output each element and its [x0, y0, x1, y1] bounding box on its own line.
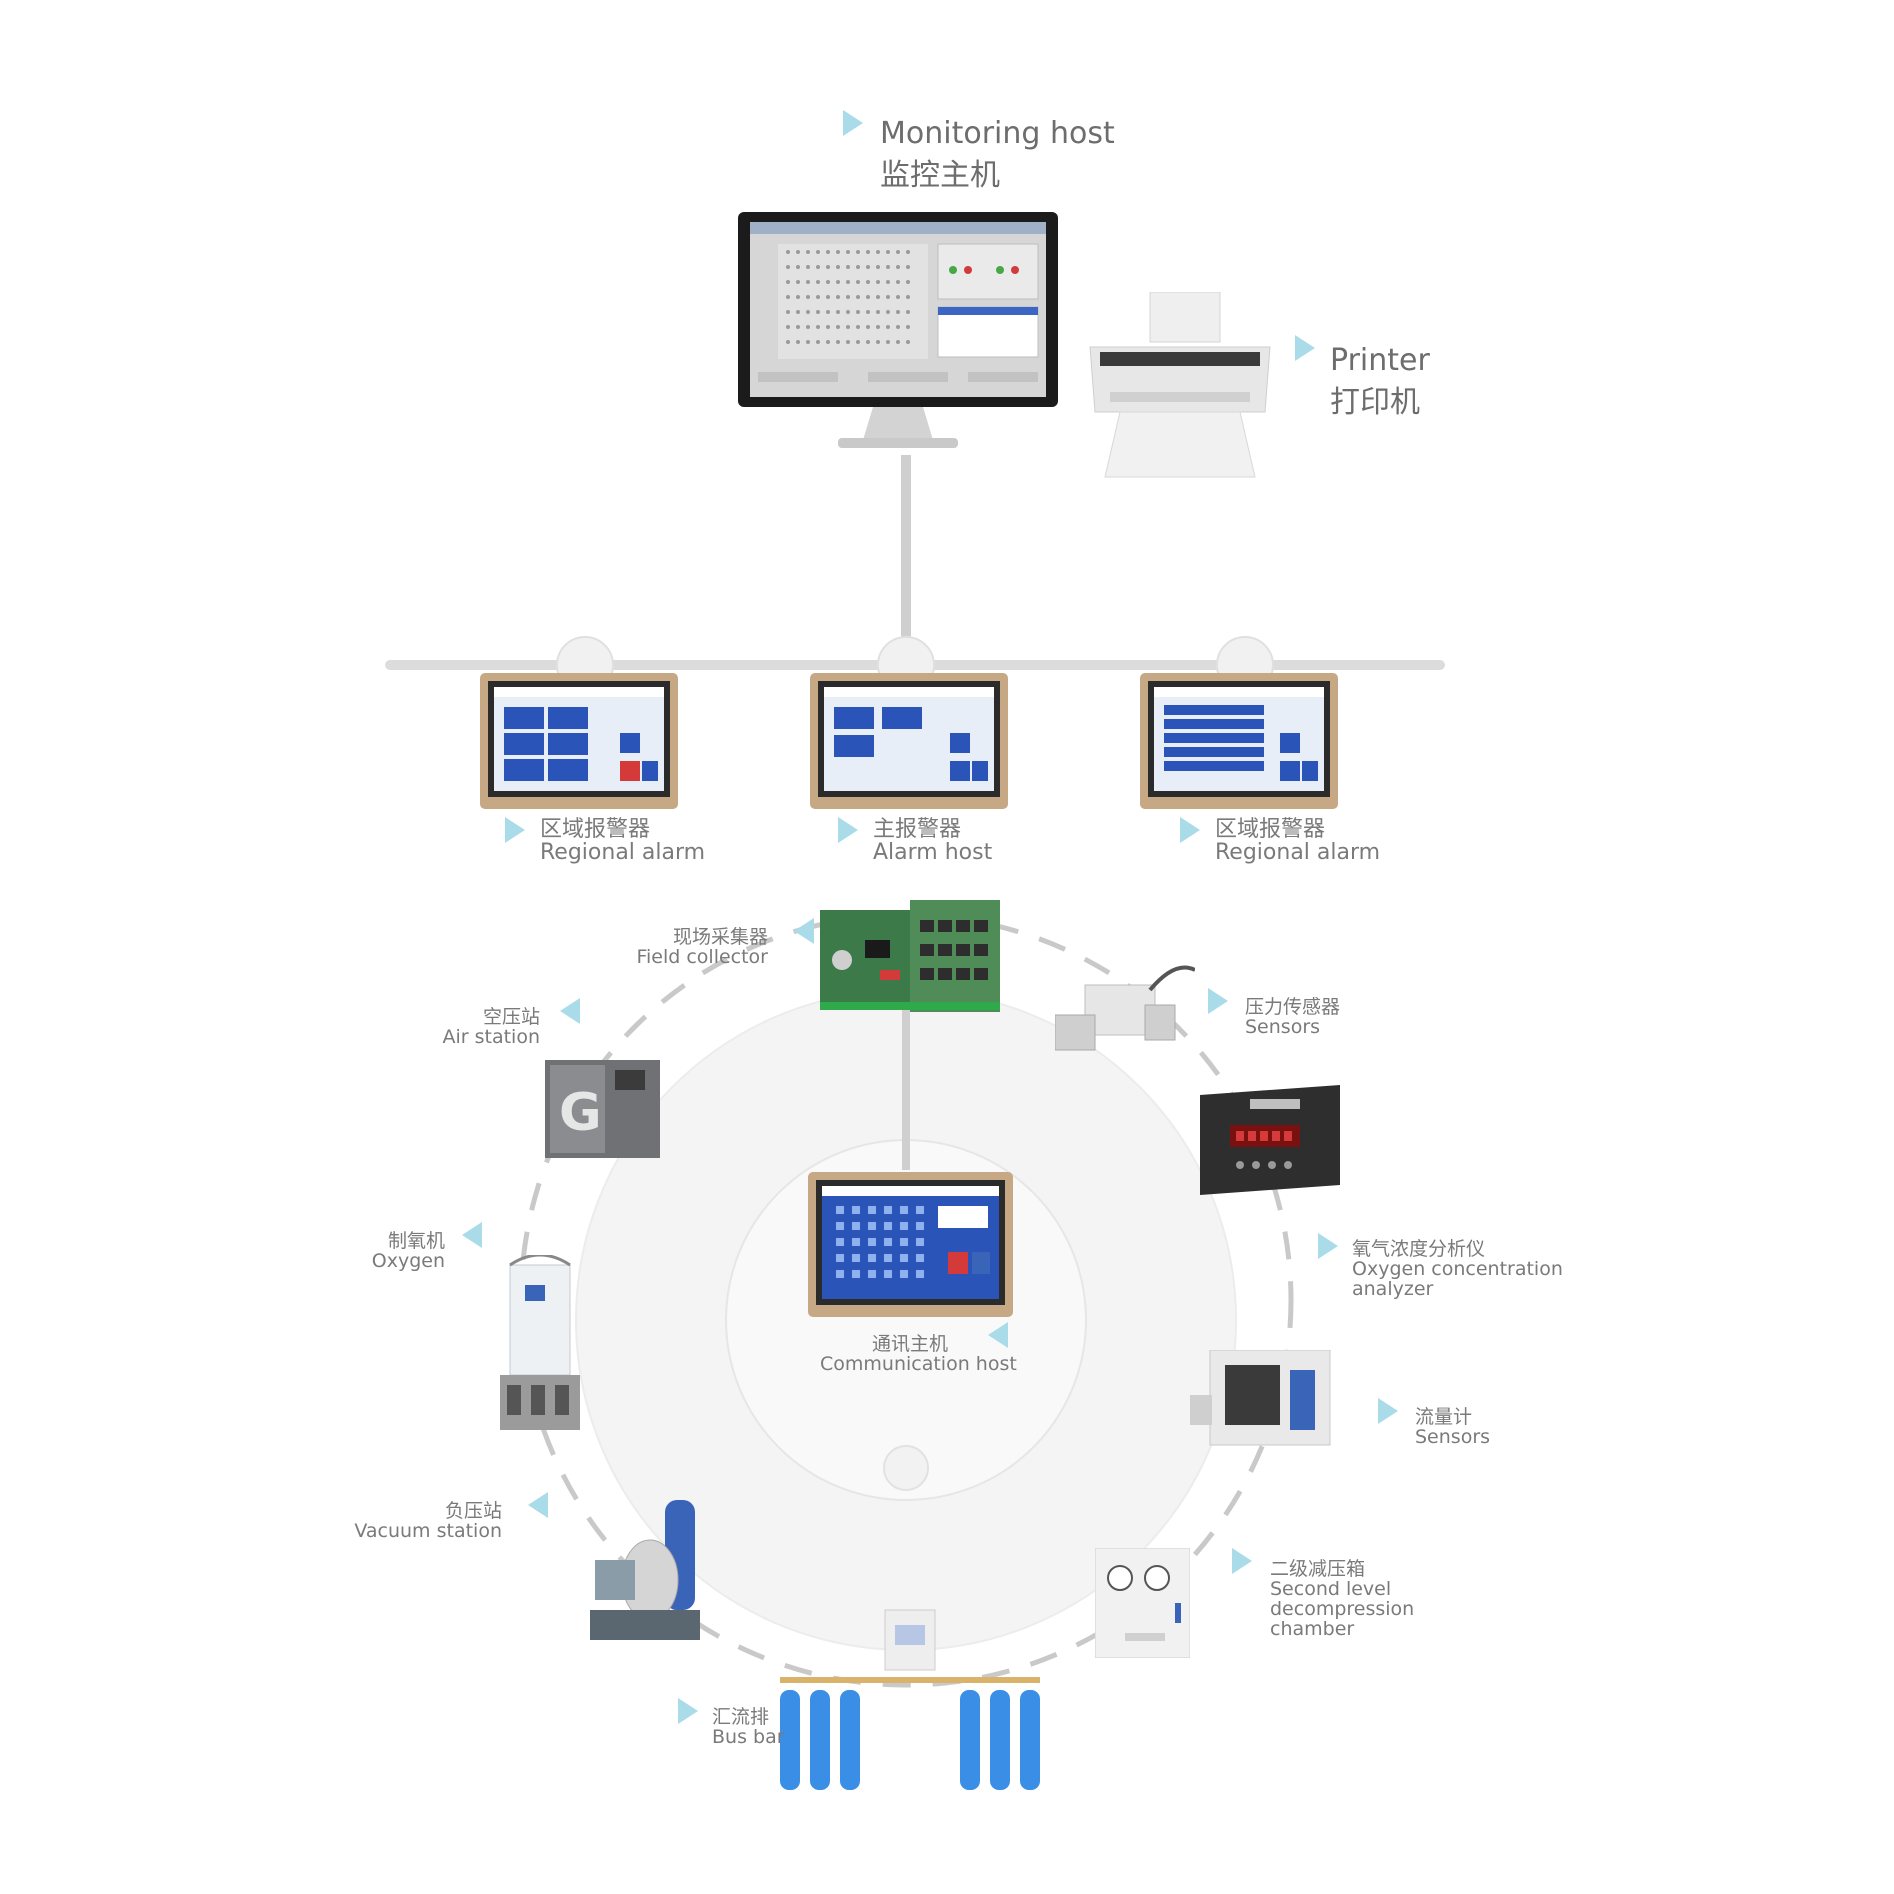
arrow-printer: [1295, 335, 1315, 361]
label-second-level: 二级减压箱 Second level decompression chamber: [1270, 1558, 1415, 1640]
printer-device: [1080, 291, 1280, 482]
decompression-box-icon: [1094, 1547, 1191, 1659]
alarm-host-panel: [810, 673, 1008, 809]
svg-text:G: G: [559, 1083, 602, 1143]
pressure-sensor-icon: [1054, 965, 1196, 1051]
label-bus-bar-cn: 汇流排: [712, 1706, 770, 1728]
label-oxygen-plant-cn: 制氧机: [387, 1230, 445, 1252]
arrow-oxygen-plant: [462, 1222, 482, 1248]
arrow-alarm-host: [838, 817, 858, 843]
label-monitoring-host: Monitoring host 监控主机: [880, 118, 1115, 191]
arrow-flow-meter: [1378, 1398, 1398, 1424]
label-oxygen-plant-en: Oxygen: [371, 1249, 445, 1272]
label-regional-alarm-left-en: Regional alarm: [540, 840, 706, 866]
label-second-level-en-3: chamber: [1270, 1617, 1355, 1640]
oxygen-plant-unit: [495, 1253, 585, 1435]
arrow-bus-bar: [678, 1698, 698, 1724]
label-field-collector-en: Field collector: [636, 945, 768, 968]
arrow-air-station: [560, 998, 580, 1024]
communication-host-panel: [808, 1172, 1013, 1317]
label-field-collector-cn: 现场采集器: [672, 926, 768, 948]
label-printer: Printer 打印机: [1330, 345, 1430, 418]
vacuum-station-unit: [590, 1500, 705, 1645]
touch-panel-icon: [1140, 673, 1338, 809]
label-pressure-sensors-en: Sensors: [1245, 1015, 1321, 1038]
label-printer-cn: 打印机: [1330, 384, 1420, 420]
air-compressor-icon: G: [545, 1060, 660, 1158]
arrow-second-level: [1232, 1548, 1252, 1574]
vacuum-pump-icon: [590, 1500, 700, 1640]
label-communication-host-en: Communication host: [820, 1352, 1017, 1375]
arrow-pressure-sensors: [1208, 988, 1228, 1014]
label-air-station: 空压站 Air station: [400, 1006, 540, 1048]
label-vacuum-station-cn: 负压站: [444, 1500, 502, 1522]
label-communication-host: 通讯主机 Communication host: [820, 1333, 1017, 1375]
label-regional-alarm-left-cn: 区域报警器: [540, 817, 651, 842]
arrow-field-collector: [794, 918, 814, 944]
arrow-monitoring-host: [843, 110, 863, 136]
label-oxygen-analyzer-en-1: Oxygen concentration: [1352, 1257, 1563, 1280]
label-second-level-en-2: decompression: [1270, 1597, 1415, 1620]
bus-bar-cylinders: [770, 1600, 1050, 1800]
label-regional-alarm-right-en: Regional alarm: [1215, 840, 1381, 866]
monitor-icon: [738, 212, 1058, 448]
arrow-regional-alarm-right: [1180, 817, 1200, 843]
regional-alarm-left-panel: [480, 673, 678, 809]
label-air-station-en: Air station: [442, 1025, 540, 1048]
pressure-sensor-device: [1054, 960, 1196, 1065]
label-flow-meter-cn: 流量计: [1415, 1406, 1473, 1428]
label-oxygen-analyzer-cn: 氧气浓度分析仪: [1352, 1238, 1486, 1260]
printer-icon: [1089, 291, 1271, 478]
label-flow-meter-en: Sensors: [1415, 1425, 1491, 1448]
arrow-communication-host: [988, 1322, 1008, 1348]
label-pressure-sensors: 压力传感器 Sensors: [1245, 996, 1341, 1038]
arrow-oxygen-analyzer: [1318, 1233, 1338, 1259]
arrow-vacuum-station: [528, 1492, 548, 1518]
label-vacuum-station: 负压站 Vacuum station: [340, 1500, 502, 1542]
flow-meter-device: [1190, 1349, 1340, 1450]
flow-meter-icon: [1190, 1349, 1331, 1446]
disc-knob: [883, 1445, 929, 1491]
label-second-level-en-1: Second level: [1270, 1577, 1392, 1600]
label-oxygen-plant: 制氧机 Oxygen: [340, 1230, 445, 1272]
label-bus-bar-en: Bus bar: [712, 1725, 785, 1748]
label-air-station-cn: 空压站: [482, 1006, 540, 1028]
monitoring-host-monitor: [738, 212, 1058, 452]
oxygen-analyzer-device: [1190, 1085, 1350, 1205]
label-regional-alarm-right-cn: 区域报警器: [1215, 817, 1326, 842]
decompression-box: [1094, 1547, 1191, 1659]
label-alarm-host: 主报警器 Alarm host: [873, 818, 992, 864]
label-printer-en: Printer: [1330, 343, 1430, 378]
label-monitoring-host-en: Monitoring host: [880, 116, 1115, 151]
label-regional-alarm-left: 区域报警器 Regional alarm: [540, 818, 705, 864]
analyzer-icon: [1200, 1085, 1340, 1195]
label-pressure-sensors-cn: 压力传感器: [1245, 996, 1341, 1018]
label-oxygen-analyzer: 氧气浓度分析仪 Oxygen concentration analyzer: [1352, 1238, 1563, 1300]
regional-alarm-right-panel: [1140, 673, 1338, 809]
touch-panel-icon: [480, 673, 678, 809]
label-alarm-host-cn: 主报警器: [873, 817, 962, 842]
circuit-board-icon: [820, 900, 1000, 1012]
air-station-unit: G: [545, 1060, 660, 1158]
arrow-regional-alarm-left: [505, 817, 525, 843]
label-oxygen-analyzer-en-2: analyzer: [1352, 1277, 1434, 1300]
label-monitoring-host-cn: 监控主机: [880, 157, 1000, 193]
touch-panel-icon: [810, 673, 1008, 809]
touch-panel-icon: [808, 1172, 1013, 1317]
gas-cylinders-icon: [780, 1609, 1040, 1790]
label-flow-meter: 流量计 Sensors: [1415, 1406, 1491, 1448]
label-alarm-host-en: Alarm host: [873, 840, 993, 866]
label-second-level-cn: 二级减压箱: [1270, 1558, 1366, 1580]
label-bus-bar: 汇流排 Bus bar: [712, 1706, 785, 1748]
label-regional-alarm-right: 区域报警器 Regional alarm: [1215, 818, 1380, 864]
label-field-collector: 现场采集器 Field collector: [600, 926, 768, 968]
field-collector-board: [820, 900, 1000, 1015]
oxygen-generator-icon: [500, 1253, 580, 1430]
label-communication-host-cn: 通讯主机: [871, 1333, 948, 1355]
label-vacuum-station-en: Vacuum station: [354, 1519, 502, 1542]
